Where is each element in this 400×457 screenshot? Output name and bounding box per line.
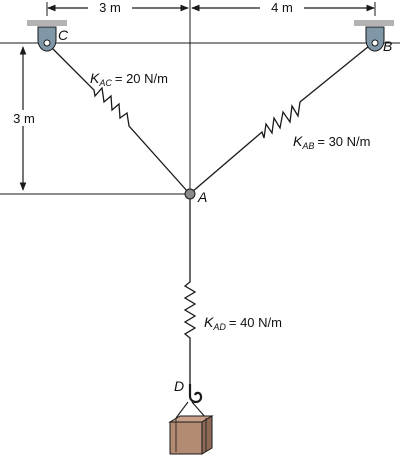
ceiling-support-left — [27, 20, 67, 26]
spring-ac-subscript: AC — [98, 78, 112, 88]
label-spring-ab: KAB= 30 N/m — [293, 133, 370, 151]
cable-right — [191, 401, 207, 419]
dim-label-bg-4m — [260, 0, 304, 16]
spring-ac — [45, 41, 189, 193]
pulley-c — [37, 26, 57, 52]
spring-ad-symbol: K — [204, 314, 214, 330]
label-spring-ac: KAC= 20 N/m — [90, 70, 168, 88]
dim-label-4m-top: 4 m — [271, 0, 293, 15]
joint-a — [184, 188, 196, 200]
dim-label-3m-top: 3 m — [99, 0, 121, 15]
spring-ac-symbol: K — [90, 70, 100, 86]
cable-left — [175, 401, 189, 419]
spring-ad — [183, 196, 197, 384]
pulley-b — [365, 26, 385, 52]
weight-box — [168, 415, 214, 455]
spring-ab-value: = 30 N/m — [317, 134, 370, 149]
hook-d — [188, 384, 203, 404]
label-point-a: A — [197, 189, 207, 205]
dim-label-bg-3m-left — [6, 110, 44, 126]
spring-ab-symbol: K — [293, 133, 303, 149]
label-spring-ad: KAD= 40 N/m — [204, 314, 282, 332]
dim-label-bg-3m — [88, 0, 132, 16]
spring-ab-subscript: AB — [301, 141, 314, 151]
spring-ad-subscript: AD — [212, 322, 226, 332]
spring-ad-value: = 40 N/m — [229, 315, 282, 330]
spring-ac-value: = 20 N/m — [115, 71, 168, 86]
spring-ab — [191, 41, 375, 193]
label-point-b: B — [383, 38, 392, 54]
dim-label-3m-left: 3 m — [13, 111, 35, 126]
ceiling-support-right — [354, 20, 394, 26]
label-point-d: D — [174, 378, 184, 394]
label-point-c: C — [58, 27, 69, 43]
